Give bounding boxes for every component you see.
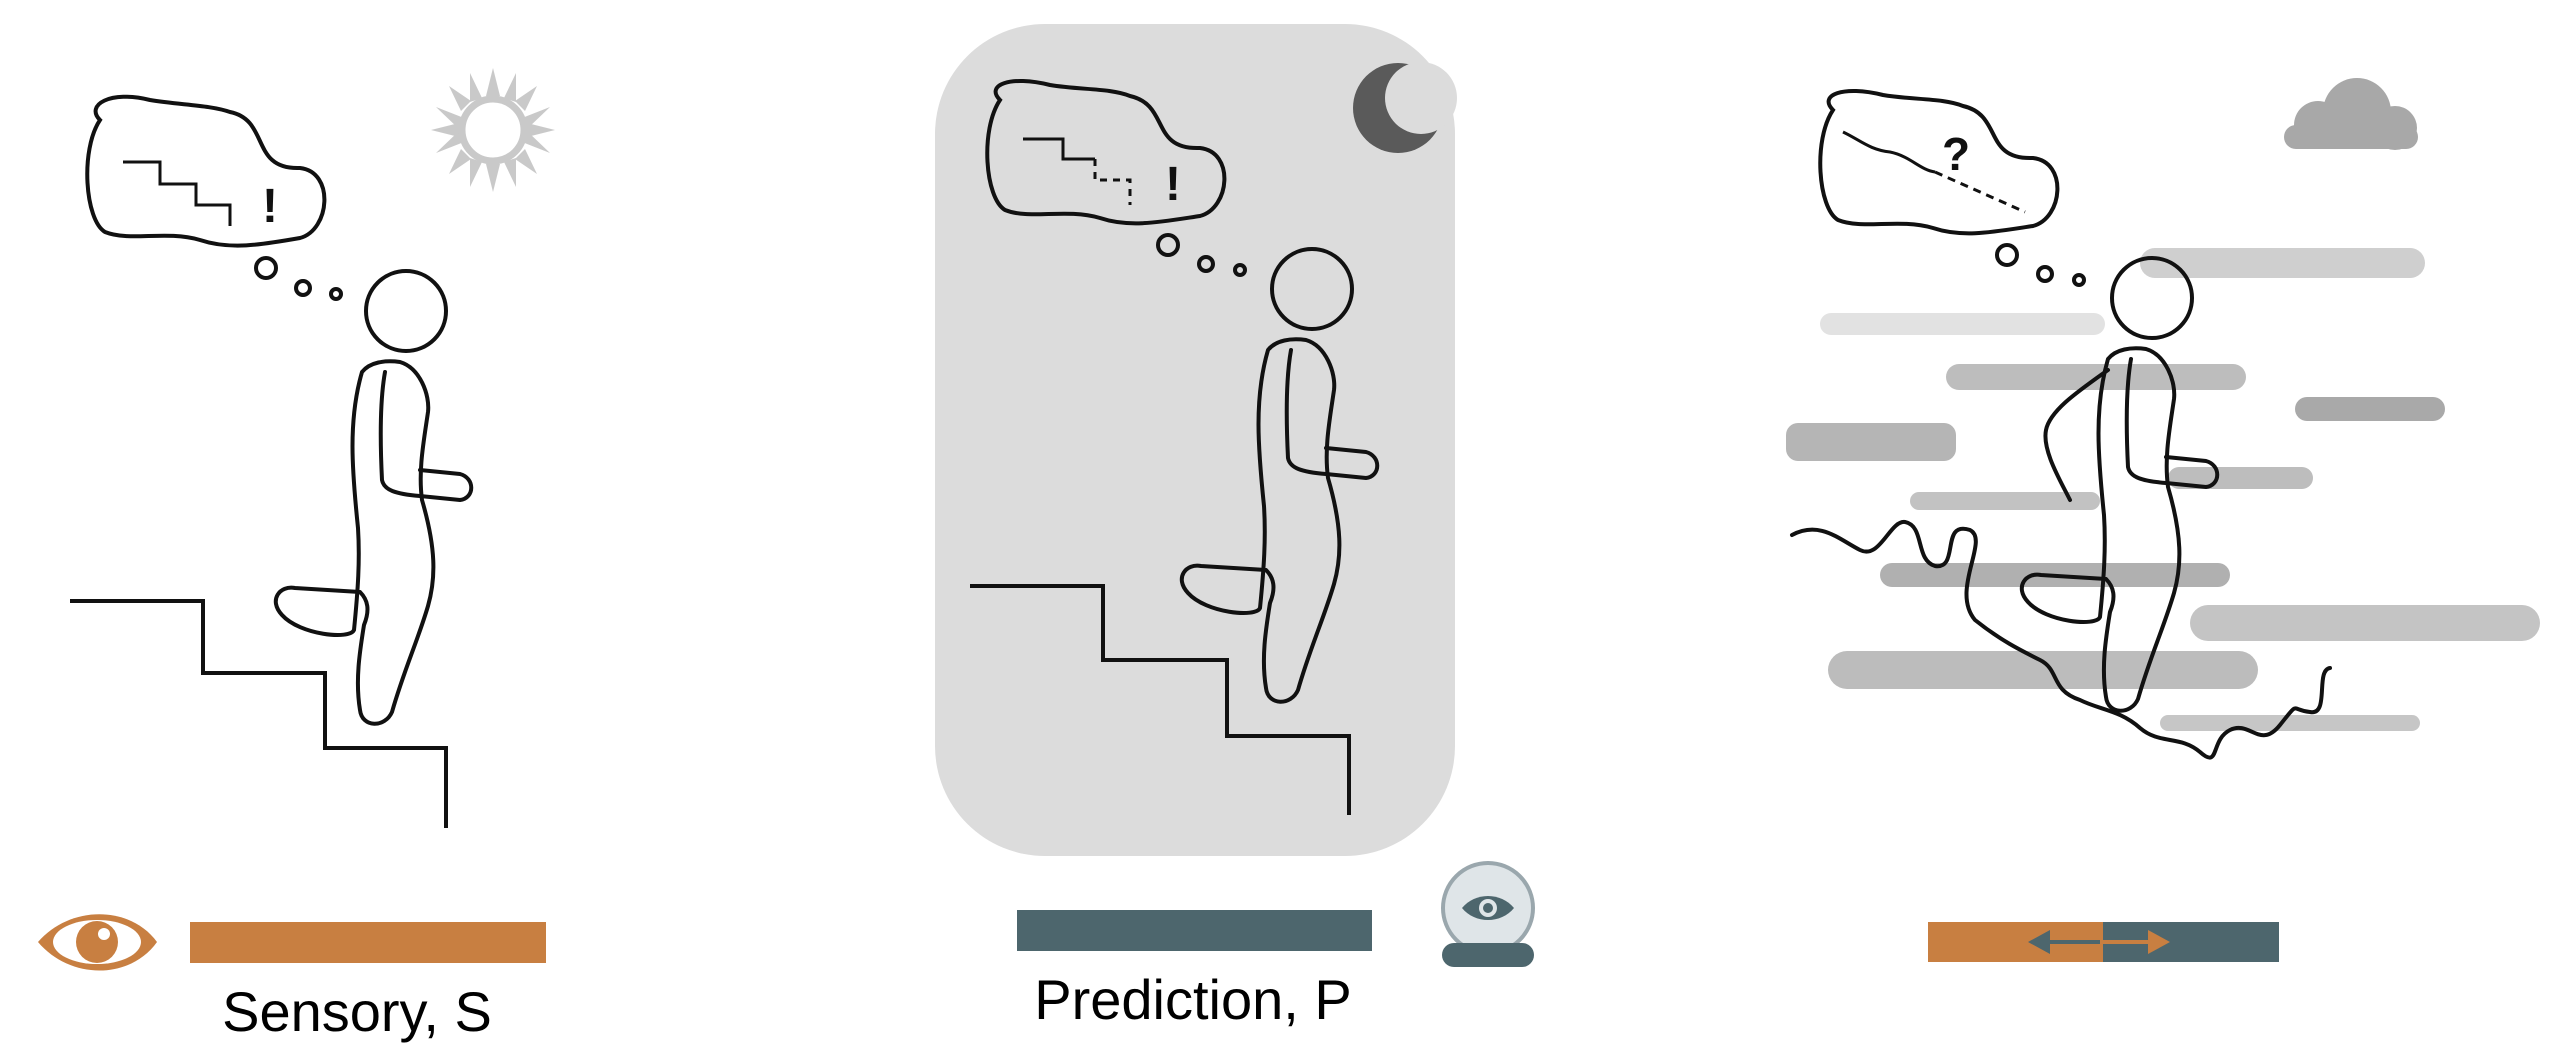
crystal-ball-icon [1441, 861, 1535, 967]
panel-sensory: ! Sensory, S [38, 68, 555, 1043]
thought-dashed-line [1934, 170, 2026, 214]
uncertain-ground [1790, 520, 2332, 760]
cloud-icon [2284, 78, 2418, 150]
prediction-bar [1017, 910, 1372, 951]
thought-bubble [1818, 88, 2086, 287]
caption-sensory: Sensory, S [222, 980, 492, 1043]
thought-exclamation: ! [262, 180, 278, 233]
caption-prediction: Prediction, P [1034, 968, 1352, 1031]
eye-icon [38, 914, 157, 971]
highlight-box [935, 24, 1455, 856]
thought-exclamation: ! [1165, 158, 1181, 211]
walking-person [2020, 256, 2220, 713]
moon-icon [1353, 62, 1457, 153]
thought-stairs [1023, 137, 1095, 161]
panel-combined: ? [1786, 78, 2540, 962]
double-arrow-icon [2028, 930, 2170, 954]
sensory-bar [190, 922, 546, 963]
thought-stairs-dashed [1093, 159, 1132, 205]
walking-person [1180, 247, 1380, 704]
fog [1786, 248, 2540, 731]
thought-bubble [985, 78, 1247, 277]
thought-stairs [123, 160, 232, 226]
thought-question: ? [1942, 128, 1970, 180]
staircase [70, 599, 448, 828]
sun-icon [431, 68, 555, 192]
walking-person [274, 269, 474, 726]
thought-bubble [85, 94, 343, 301]
panel-prediction: ! Prediction, P [935, 24, 1535, 1031]
staircase [970, 584, 1351, 815]
thought-squiggle [1842, 130, 1936, 174]
